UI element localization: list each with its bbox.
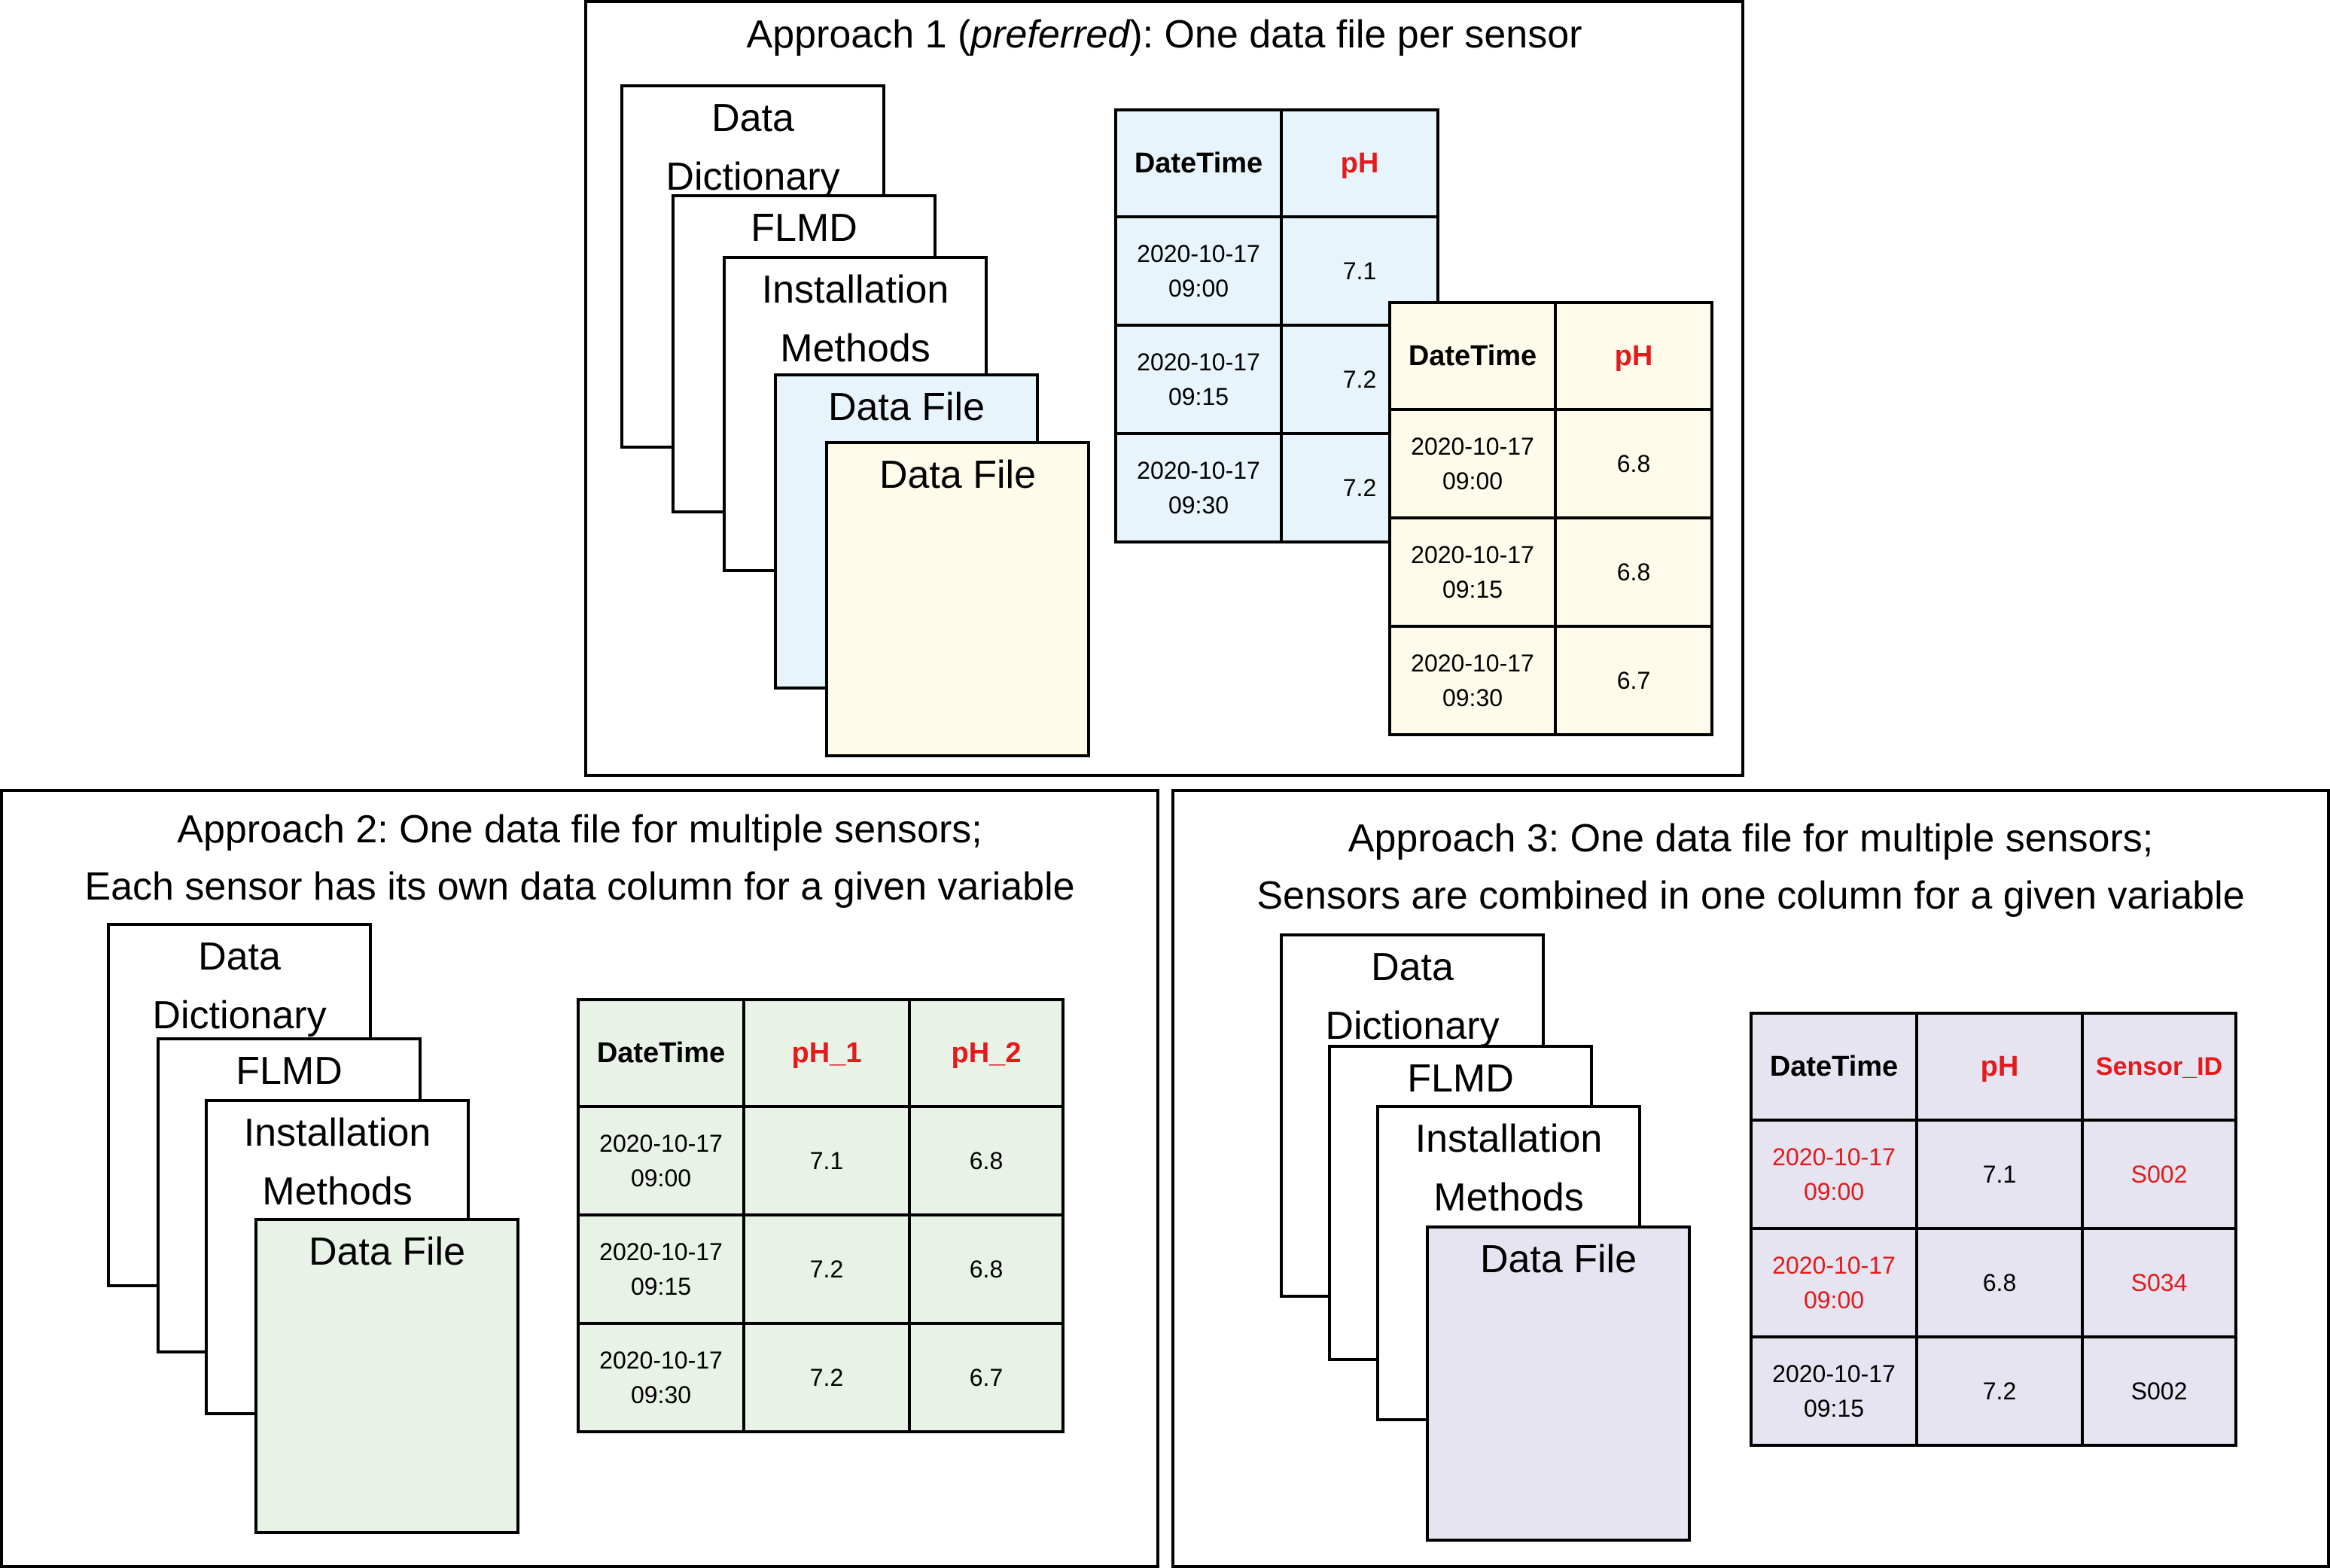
header-datetime: DateTime xyxy=(1750,1012,1918,1122)
cell-ph: 6.8 xyxy=(1915,1227,2084,1338)
header-ph-2: pH_2 xyxy=(908,998,1064,1108)
header-sensor-id: Sensor_ID xyxy=(2081,1012,2237,1122)
approach-2-title-line-1: Approach 2: One data file for multiple s… xyxy=(177,808,982,851)
header-ph-1: pH_1 xyxy=(742,998,911,1108)
cell-ph: 6.8 xyxy=(1554,516,1713,628)
header-ph: pH xyxy=(1280,108,1439,218)
approach-2-title-line-2: Each sensor has its own data column for … xyxy=(84,865,1075,909)
doc-data-file-lavender: Data File xyxy=(1426,1225,1691,1542)
cell-ph: 7.1 xyxy=(1915,1119,2084,1230)
doc-data-file-yellow: Data File xyxy=(825,441,1090,757)
cell-ph-2: 6.7 xyxy=(908,1322,1064,1433)
cell-ph: 6.8 xyxy=(1554,408,1713,519)
header-datetime: DateTime xyxy=(1388,301,1557,411)
doc-data-file-green: Data File xyxy=(254,1218,519,1534)
header-ph: pH xyxy=(1554,301,1713,411)
cell-ph: 6.7 xyxy=(1554,625,1713,736)
cell-ph-2: 6.8 xyxy=(908,1213,1064,1325)
approach-3-title-line-1: Approach 3: One data file for multiple s… xyxy=(1348,817,2154,860)
header-ph: pH xyxy=(1915,1012,2084,1122)
cell-ph: 7.2 xyxy=(1915,1335,2084,1447)
cell-ph-2: 6.8 xyxy=(908,1105,1064,1216)
cell-sensor-id: S002 xyxy=(2081,1119,2237,1230)
cell-sensor-id: S002 xyxy=(2081,1335,2237,1447)
cell-ph-1: 7.2 xyxy=(742,1322,911,1433)
approach-1-title: Approach 1 (preferred): One data file pe… xyxy=(746,13,1582,56)
cell-ph-1: 7.2 xyxy=(742,1213,911,1325)
header-datetime: DateTime xyxy=(1114,108,1283,218)
cell-ph-1: 7.1 xyxy=(742,1105,911,1216)
approach-3-panel: Approach 3: One data file for multiple s… xyxy=(1171,789,2330,1568)
header-datetime: DateTime xyxy=(577,998,745,1108)
approach-2-panel: Approach 2: One data file for multiple s… xyxy=(0,789,1159,1568)
cell-sensor-id: S034 xyxy=(2081,1227,2237,1338)
cell-ph: 7.1 xyxy=(1280,215,1439,327)
approach-3-title-line-2: Sensors are combined in one column for a… xyxy=(1256,874,2245,918)
approach-1-panel: Approach 1 (preferred): One data file pe… xyxy=(584,0,1744,777)
